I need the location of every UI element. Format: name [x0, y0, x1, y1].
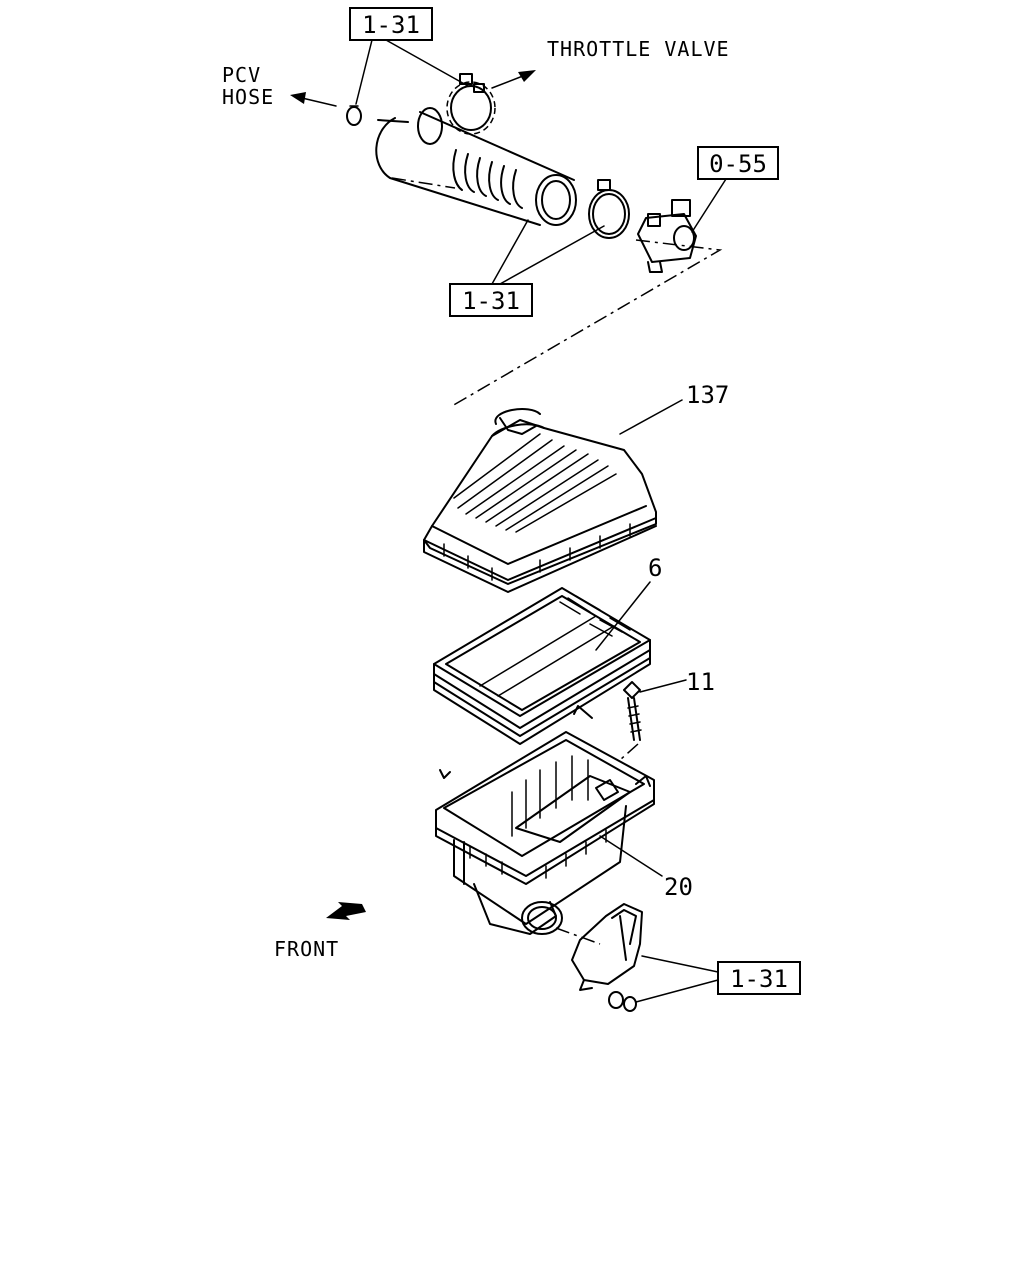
leader-bolt — [639, 679, 687, 693]
part-number-cover: 137 — [686, 381, 729, 409]
leader-ref-bottom-1 — [641, 955, 719, 973]
ref-box-sensor[interactable]: 0-55 — [697, 146, 779, 180]
front-label: FRONT — [274, 937, 339, 961]
pcv-hose-label-line1: PCV — [222, 63, 261, 87]
leader-ref-top-clamp — [385, 39, 469, 87]
pcv-hose-label-line2: HOSE — [222, 85, 274, 109]
air-cleaner-cover-icon — [423, 408, 657, 593]
part-number-case: 20 — [664, 873, 693, 901]
air-cleaner-case-icon — [435, 705, 655, 935]
bolt-icon — [619, 681, 642, 761]
intake-hose-icon — [375, 107, 577, 226]
leader-element — [595, 581, 651, 651]
lower-hose-clamp-icon — [588, 179, 630, 239]
leader-ref-hose-2 — [499, 225, 605, 285]
leader-cover — [619, 399, 683, 435]
throttle-valve-label: THROTTLE VALVE — [547, 37, 730, 61]
ref-box-hose[interactable]: 1-31 — [449, 283, 533, 317]
ref-label-sensor: 0-55 — [709, 150, 767, 178]
leader-ref-bottom-2 — [635, 979, 719, 1003]
leader-case — [599, 835, 663, 877]
throttle-arrow-icon — [491, 70, 536, 89]
pcv-arrow-icon — [290, 92, 337, 107]
part-number-element: 6 — [648, 554, 662, 582]
air-filter-element-icon — [433, 587, 651, 745]
part-number-bolt: 11 — [686, 668, 715, 696]
intake-duct-icon — [555, 903, 643, 1012]
ref-label-hose: 1-31 — [462, 287, 520, 315]
ref-box-top[interactable]: 1-31 — [349, 7, 433, 41]
leader-ref-hose-1 — [491, 219, 529, 285]
front-arrow-icon — [326, 902, 366, 920]
pcv-clip-icon — [346, 105, 362, 126]
ref-label-top: 1-31 — [362, 11, 420, 39]
upper-hose-clamp-icon — [446, 73, 496, 135]
ref-box-bottom[interactable]: 1-31 — [717, 961, 801, 995]
leader-ref-sensor — [691, 178, 727, 233]
ref-label-bottom: 1-31 — [730, 965, 788, 993]
leader-ref-top-clip — [355, 39, 373, 105]
airflow-sensor-icon — [451, 199, 723, 407]
